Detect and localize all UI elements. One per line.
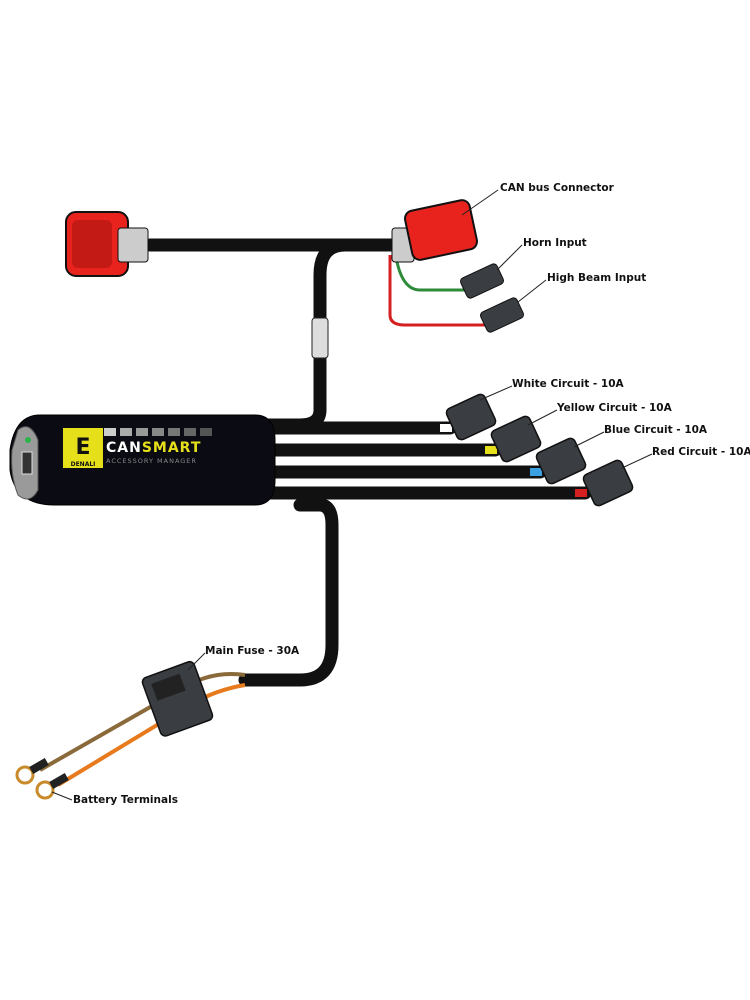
can-bus-connector (391, 199, 478, 263)
power-cable (238, 498, 339, 687)
white-circuit-connector (445, 393, 497, 441)
label-yellow-circuit: Yellow Circuit - 10A (556, 402, 673, 414)
label-can-bus-connector: CAN bus Connector (500, 182, 615, 194)
blue-wire-end (530, 468, 542, 476)
red-circuit-connector (582, 459, 634, 507)
label-red-circuit: Red Circuit - 10A (652, 446, 750, 458)
module-subtitle: ACCESSORY MANAGER (106, 457, 197, 465)
module-trunk-cable (243, 238, 352, 432)
label-battery-terminals: Battery Terminals (73, 794, 178, 806)
logo-can: CAN (106, 440, 142, 456)
left-red-connector (65, 211, 149, 277)
brown-battery-wire (39, 672, 246, 772)
high-beam-wire (388, 255, 490, 327)
main-fuse-holder (141, 660, 214, 737)
denali-logo (63, 428, 103, 468)
svg-text:CANSMART: CANSMART (106, 440, 201, 456)
label-blue-circuit: Blue Circuit - 10A (604, 424, 708, 436)
label-white-circuit: White Circuit - 10A (512, 378, 625, 390)
horn-input-connector (460, 263, 504, 299)
high-beam-input-connector (480, 297, 524, 333)
label-main-fuse: Main Fuse - 30A (205, 645, 300, 657)
svg-text:E: E (75, 435, 90, 460)
brand-label: DENALI (71, 461, 96, 468)
blue-circuit-connector (535, 437, 587, 485)
red-wire-end (575, 489, 587, 497)
logo-smart: SMART (142, 440, 202, 456)
cansmart-module: E DENALI CANSMART ACCESSORY MANAGER (9, 414, 276, 506)
cable-clip (311, 317, 329, 359)
yellow-wire-end (485, 446, 497, 454)
status-led (25, 437, 31, 443)
usb-port (21, 451, 33, 475)
yellow-circuit-connector (490, 415, 542, 463)
label-high-beam-input: High Beam Input (547, 272, 646, 284)
battery-ring-terminals (15, 758, 69, 800)
label-horn-input: Horn Input (523, 237, 587, 249)
white-wire-end (440, 424, 452, 432)
